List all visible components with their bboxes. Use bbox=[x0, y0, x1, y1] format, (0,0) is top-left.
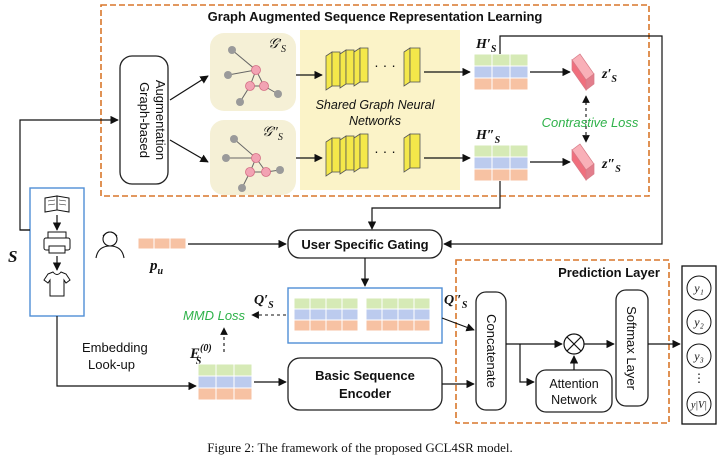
contrastive-loss-label: Contrastive Loss bbox=[542, 115, 639, 130]
z-prime-label: z′S bbox=[601, 67, 617, 85]
region-title: Graph Augmented Sequence Representation … bbox=[208, 9, 543, 24]
output-y3: y₃ bbox=[693, 349, 704, 363]
graph-1-nodes bbox=[224, 46, 282, 106]
graph-augmentation-line1: Graph-based bbox=[137, 82, 152, 158]
gnn-label-line1: Shared Graph Neural bbox=[316, 98, 436, 112]
output-dots: ⋮ bbox=[693, 371, 705, 385]
q-double-prime-label: Q″S bbox=[444, 293, 468, 311]
user-vector-label: pu bbox=[148, 258, 164, 277]
z-prime-vector bbox=[571, 53, 595, 92]
gnn-dots-top: · · · bbox=[374, 57, 396, 73]
concatenate-box bbox=[475, 291, 507, 411]
multiply-icon bbox=[563, 333, 585, 355]
h-double-prime-matrix bbox=[473, 144, 529, 182]
q-prime-matrix bbox=[293, 297, 359, 332]
prediction-title: Prediction Layer bbox=[558, 265, 660, 280]
h-double-prime-label: H″S bbox=[475, 128, 501, 146]
user-gating-label: User Specific Gating bbox=[301, 237, 428, 252]
h-prime-label: H′S bbox=[475, 37, 497, 55]
sequence-encoder-line1: Basic Sequence bbox=[315, 368, 415, 383]
sequence-encoder-box bbox=[287, 357, 443, 411]
embedding-line1: Embedding bbox=[82, 340, 148, 355]
gnn-layers-bottom bbox=[325, 133, 421, 177]
softmax-box bbox=[615, 289, 649, 407]
z-double-prime-label: z″S bbox=[601, 157, 621, 175]
sequence-encoder-line2: Encoder bbox=[339, 386, 391, 401]
attention-line2: Network bbox=[551, 393, 598, 407]
embedding-matrix bbox=[197, 363, 253, 401]
graph-2-nodes bbox=[222, 135, 284, 192]
embedding-line2: Look-up bbox=[88, 357, 135, 372]
sequence-label: S bbox=[8, 247, 17, 266]
graph-1-label: 𝒢′S bbox=[268, 37, 286, 55]
graph-2-label: 𝒢″S bbox=[262, 125, 283, 143]
attention-line1: Attention bbox=[549, 377, 598, 391]
q-double-prime-matrix bbox=[365, 297, 431, 332]
gnn-label-line2: Networks bbox=[349, 114, 401, 128]
mmd-loss-label: MMD Loss bbox=[183, 308, 246, 323]
embedding-matrix-label: E(0)S bbox=[189, 343, 212, 367]
gnn-layers-top bbox=[325, 47, 421, 91]
output-y2: y₂ bbox=[693, 315, 704, 329]
h-prime-matrix bbox=[473, 53, 529, 91]
graph-augmented-region bbox=[100, 4, 650, 197]
gnn-dots-bottom: · · · bbox=[374, 143, 396, 159]
z-double-prime-vector bbox=[571, 143, 595, 182]
output-y1: y₁ bbox=[693, 281, 704, 295]
output-yv: y|V| bbox=[690, 400, 707, 411]
output-nodes bbox=[686, 275, 712, 417]
concatenate-label: Concatenate bbox=[484, 314, 499, 388]
book-icon bbox=[44, 195, 70, 213]
prediction-region bbox=[455, 259, 670, 424]
graph-augmentation-box bbox=[119, 55, 169, 185]
figure-caption: Figure 2: The framework of the proposed … bbox=[207, 440, 513, 455]
softmax-label: Softmax Layer bbox=[624, 306, 639, 390]
printer-icon bbox=[43, 231, 71, 254]
graph-augmentation-line2: Augmentation bbox=[153, 80, 168, 160]
tshirt-icon bbox=[43, 271, 71, 297]
user-vector bbox=[137, 237, 187, 250]
user-icon bbox=[95, 231, 125, 259]
q-prime-label: Q′S bbox=[254, 293, 274, 311]
